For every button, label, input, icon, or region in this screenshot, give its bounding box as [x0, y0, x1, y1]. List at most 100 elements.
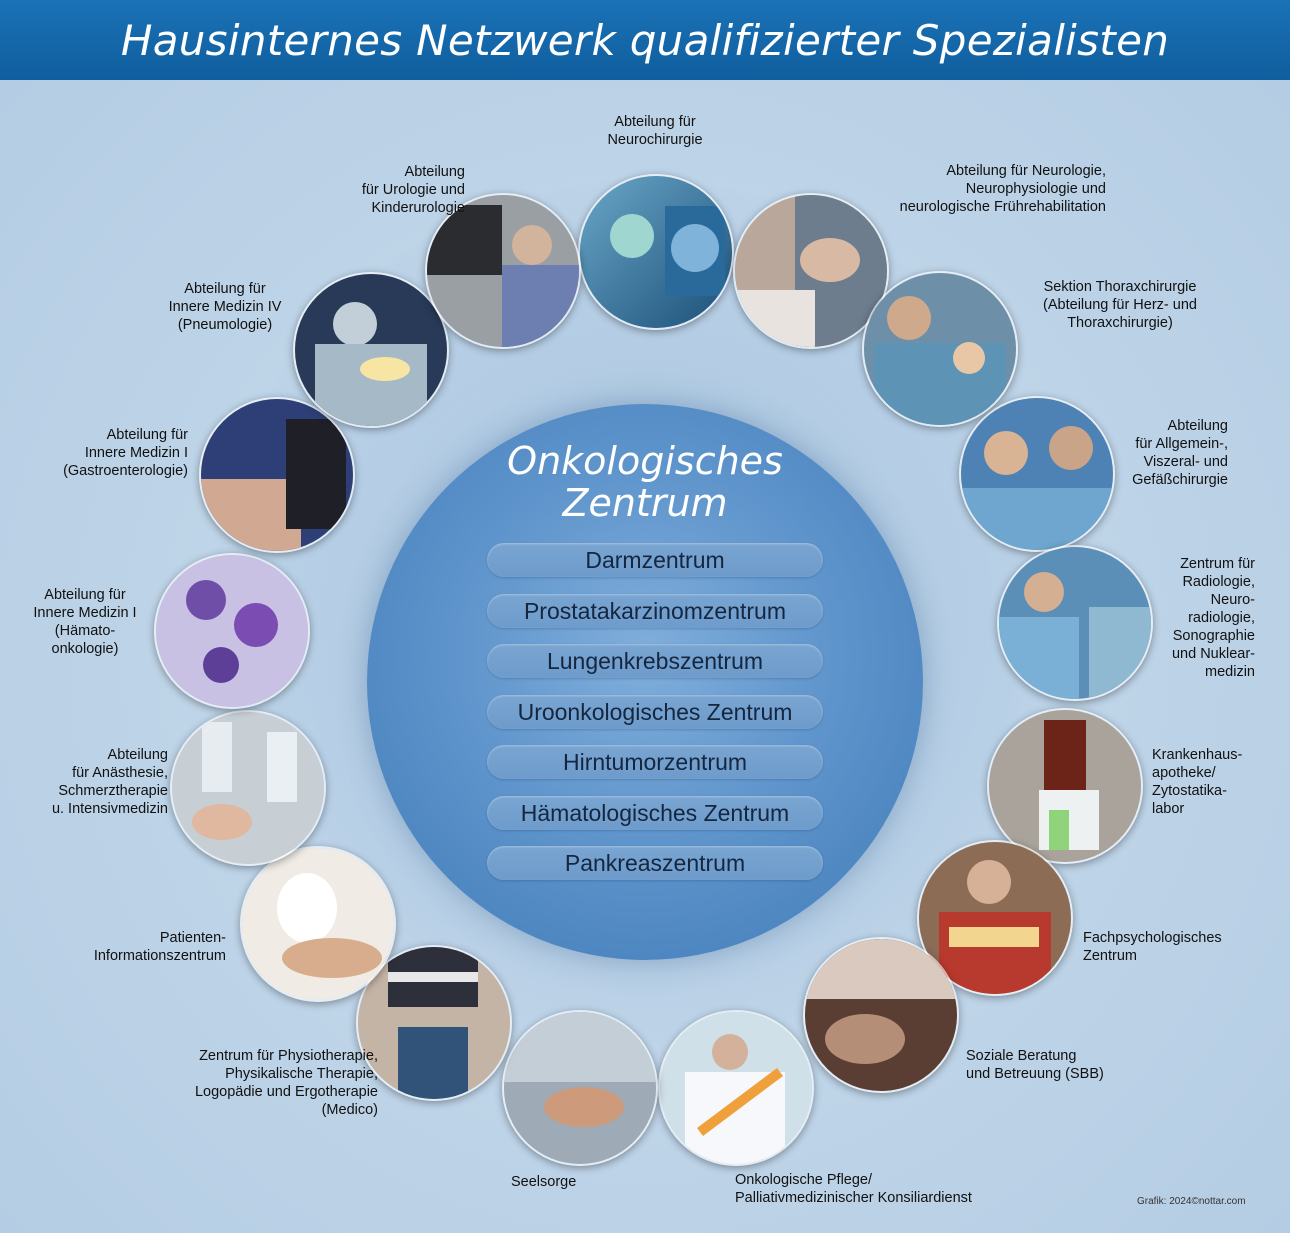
- dept-line: Zentrum für: [1180, 556, 1255, 572]
- dept-line: Neurochirurgie: [607, 132, 703, 148]
- dept-line: Zentrum: [1083, 948, 1137, 964]
- dept-line: Neuro-: [1210, 592, 1255, 608]
- dept-line: neurologische Frührehabilitation: [899, 199, 1106, 215]
- dept-line: Gefäßchirurgie: [1132, 472, 1228, 488]
- dept-line: für Urologie und: [361, 182, 465, 198]
- dept-line: Patienten-: [159, 930, 226, 946]
- center-pill-lungenkrebszentrum: Lungenkrebszentrum: [487, 644, 823, 678]
- photo-icon: [959, 396, 1115, 552]
- dept-line: (Pneumologie): [177, 317, 273, 333]
- photo-icon: [356, 945, 512, 1101]
- dept-soziale-beratung: Soziale Beratung und Betreuung (SBB): [966, 1047, 1126, 1083]
- center-pill-darmzentrum: Darmzentrum: [487, 543, 823, 577]
- photo-icon: [862, 271, 1018, 427]
- dept-line: radiologie,: [1188, 610, 1255, 626]
- dept-line: Seelsorge: [511, 1174, 577, 1190]
- dept-line: u. Intensivmedizin: [51, 801, 168, 817]
- dept-allgemeinchirurgie: Abteilung für Allgemein-, Viszeral- und …: [1080, 417, 1228, 489]
- dept-line: Physikalische Therapie,: [225, 1066, 378, 1082]
- photo-icon: [199, 397, 355, 553]
- dept-line: Abteilung: [404, 164, 465, 180]
- oncology-center-title: Onkologisches Zentrum: [467, 440, 823, 524]
- dept-line: für Allgemein-,: [1135, 436, 1228, 452]
- photo-icon: [578, 174, 734, 330]
- center-title-line2: Zentrum: [562, 481, 728, 525]
- center-pill-pankreaszentrum: Pankreaszentrum: [487, 846, 823, 880]
- dept-line: (Medico): [321, 1102, 378, 1118]
- dept-line: Soziale Beratung: [966, 1048, 1077, 1064]
- dept-fachpsychologie: Fachpsychologisches Zentrum: [1083, 929, 1243, 965]
- dept-line: Neurophysiologie und: [965, 181, 1106, 197]
- dept-physiotherapie: Zentrum für Physiotherapie, Physikalisch…: [140, 1047, 378, 1119]
- dept-line: Viszeral- und: [1143, 454, 1228, 470]
- dept-line: Abteilung für: [614, 114, 696, 130]
- dept-line: Thoraxchirurgie): [1067, 315, 1173, 331]
- dept-gastroenterologie: Abteilung für Innere Medizin I (Gastroen…: [30, 426, 188, 480]
- dept-line: onkologie): [51, 641, 119, 657]
- dept-line: Abteilung für: [106, 427, 188, 443]
- dept-line: medizin: [1205, 664, 1255, 680]
- dept-neurochirurgie: Abteilung für Neurochirurgie: [585, 113, 725, 149]
- photo-icon: [425, 193, 581, 349]
- dept-neurologie: Abteilung für Neurologie, Neurophysiolog…: [800, 162, 1106, 216]
- page-title: Hausinternes Netzwerk qualifizierter Spe…: [120, 15, 1170, 65]
- dept-urologie: Abteilung für Urologie und Kinderurologi…: [300, 163, 465, 217]
- dept-line: Palliativmedizinischer Konsiliardienst: [735, 1190, 972, 1206]
- photo-icon: [154, 553, 310, 709]
- dept-line: Krankenhaus-: [1152, 747, 1243, 763]
- dept-line: Kinderurologie: [371, 200, 465, 216]
- dept-line: Logopädie und Ergotherapie: [194, 1084, 378, 1100]
- dept-line: Fachpsychologisches: [1083, 930, 1222, 946]
- center-pill-hirntumorzentrum: Hirntumorzentrum: [487, 745, 823, 779]
- dept-apotheke: Krankenhaus- apotheke/ Zytostatika- labo…: [1152, 746, 1262, 818]
- dept-line: Abteilung für Neurologie,: [946, 163, 1106, 179]
- photo-icon: [293, 272, 449, 428]
- center-title-line1: Onkologisches: [507, 439, 783, 483]
- dept-line: und Betreuung (SBB): [966, 1066, 1104, 1082]
- center-pill-prostatakarzinomzentrum: Prostatakarzinomzentrum: [487, 593, 823, 628]
- dept-line: (Gastroenterologie): [63, 463, 188, 479]
- dept-line: Zentrum für Physiotherapie,: [199, 1048, 378, 1064]
- dept-line: für Anästhesie,: [72, 765, 168, 781]
- dept-line: Abteilung für: [44, 587, 126, 603]
- dept-line: Onkologische Pflege/: [735, 1172, 873, 1188]
- dept-line: Abteilung für: [184, 281, 266, 297]
- dept-radiologie: Zentrum für Radiologie, Neuro- radiologi…: [1140, 555, 1255, 681]
- dept-thoraxchirurgie: Sektion Thoraxchirurgie (Abteilung für H…: [1025, 278, 1215, 332]
- photo-icon: [240, 846, 396, 1002]
- graphic-credit: Grafik: 2024©nottar.com: [1137, 1196, 1246, 1207]
- photo-icon: [502, 1010, 658, 1166]
- dept-seelsorge: Seelsorge: [511, 1173, 591, 1191]
- dept-line: (Hämato-: [54, 623, 116, 639]
- photo-icon: [803, 937, 959, 1093]
- dept-patienteninformation: Patienten- Informationszentrum: [60, 929, 226, 965]
- dept-pneumologie: Abteilung für Innere Medizin IV (Pneumol…: [150, 280, 300, 334]
- center-pill-uroonkologisches-zentrum: Uroonkologisches Zentrum: [487, 694, 823, 729]
- dept-line: Innere Medizin IV: [168, 299, 282, 315]
- dept-onkologische-pflege: Onkologische Pflege/ Palliativmedizinisc…: [735, 1171, 995, 1207]
- center-pill-haematologisches-zentrum: Hämatologisches Zentrum: [487, 795, 823, 830]
- center-list: Darmzentrum Prostatakarzinomzentrum Lung…: [487, 543, 823, 897]
- dept-line: (Abteilung für Herz- und: [1043, 297, 1197, 313]
- dept-line: Innere Medizin I: [84, 445, 188, 461]
- photo-icon: [987, 708, 1143, 864]
- dept-line: Abteilung: [107, 747, 168, 763]
- photo-icon: [997, 545, 1153, 701]
- dept-line: Radiologie,: [1182, 574, 1255, 590]
- dept-line: Innere Medizin I: [33, 605, 137, 621]
- dept-line: Sonographie: [1172, 628, 1255, 644]
- photo-icon: [170, 710, 326, 866]
- dept-line: und Nuklear-: [1171, 646, 1255, 662]
- dept-line: Informationszentrum: [93, 948, 226, 964]
- dept-anaesthesie: Abteilung für Anästhesie, Schmerztherapi…: [20, 746, 168, 818]
- photo-icon: [658, 1010, 814, 1166]
- dept-line: Schmerztherapie: [58, 783, 168, 799]
- dept-haemato-onkologie: Abteilung für Innere Medizin I (Hämato- …: [20, 586, 150, 658]
- dept-line: apotheke/: [1152, 765, 1216, 781]
- dept-line: Sektion Thoraxchirurgie: [1043, 279, 1197, 295]
- dept-line: labor: [1152, 801, 1185, 817]
- dept-line: Zytostatika-: [1152, 783, 1227, 799]
- dept-line: Abteilung: [1167, 418, 1228, 434]
- header-bar: Hausinternes Netzwerk qualifizierter Spe…: [0, 0, 1290, 80]
